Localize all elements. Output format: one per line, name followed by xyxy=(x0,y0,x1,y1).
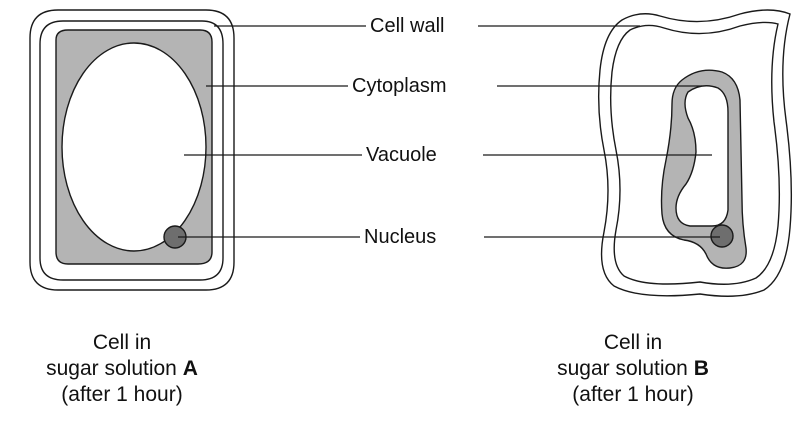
caption-a-line1: Cell in xyxy=(0,330,252,356)
cell-a xyxy=(30,10,234,290)
cell-a-vacuole xyxy=(62,43,206,251)
vacuole-label: Vacuole xyxy=(362,143,441,167)
cell-b-nucleus xyxy=(711,225,733,247)
cell-b xyxy=(599,10,792,296)
caption-b-line2-prefix: sugar solution xyxy=(557,357,694,380)
caption-cell-a: Cell in sugar solution A (after 1 hour) xyxy=(0,330,252,408)
caption-b-line1: Cell in xyxy=(503,330,763,356)
caption-b-letter: B xyxy=(694,357,709,380)
caption-b-line3: (after 1 hour) xyxy=(503,382,763,408)
caption-cell-b: Cell in sugar solution B (after 1 hour) xyxy=(503,330,763,408)
cytoplasm-label: Cytoplasm xyxy=(348,74,450,98)
caption-b-line2: sugar solution B xyxy=(503,356,763,382)
cell-wall-label: Cell wall xyxy=(366,14,448,38)
caption-a-line2-prefix: sugar solution xyxy=(46,357,183,380)
caption-a-line3: (after 1 hour) xyxy=(0,382,252,408)
caption-a-line2: sugar solution A xyxy=(0,356,252,382)
caption-a-letter: A xyxy=(183,357,198,380)
nucleus-label: Nucleus xyxy=(360,225,440,249)
